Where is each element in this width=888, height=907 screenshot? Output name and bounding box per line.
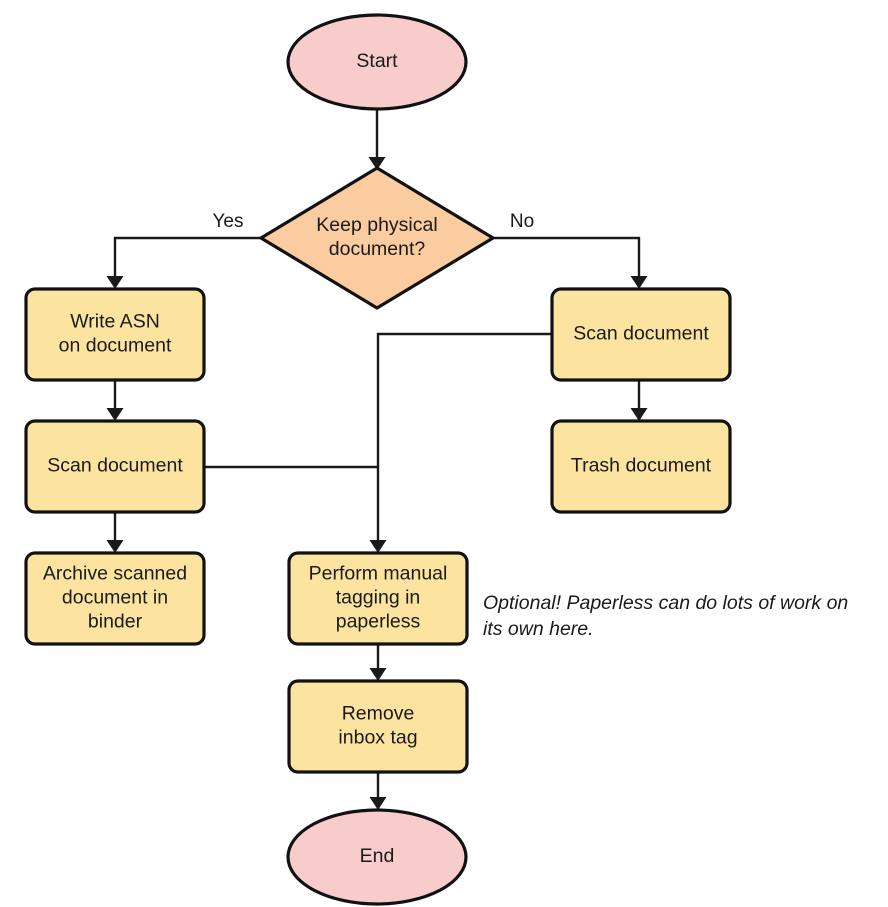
arrowhead-icon [106, 276, 124, 289]
arrowhead-icon [106, 408, 124, 421]
edge-label: No [510, 211, 534, 232]
edge-scan-left-to-archive [106, 512, 124, 553]
edge-decision-to-scan-right: No [493, 211, 648, 289]
edge-scan-right-to-manual-tagging [369, 332, 552, 553]
process-shape [550, 287, 732, 382]
process-shape [24, 419, 206, 514]
edge-path [113, 236, 261, 281]
node-label: Keep physical [316, 214, 437, 236]
node-label: Scan document [573, 323, 709, 345]
node-label: Write ASN [70, 311, 160, 333]
edge-manual-tagging-to-remove-tag [369, 644, 387, 681]
edge-path [376, 332, 552, 545]
process-shape [550, 419, 732, 514]
node-start[interactable]: Start [286, 13, 468, 111]
node-label: document? [329, 238, 426, 260]
node-end[interactable]: End [286, 808, 468, 906]
node-label: Trash document [571, 455, 712, 477]
node-scan-document-right[interactable]: Scan document [550, 287, 732, 382]
terminator-shape [286, 808, 468, 906]
node-label: Scan document [47, 455, 183, 477]
process-shape [24, 287, 206, 382]
arrowhead-icon [630, 276, 648, 289]
arrowhead-icon [369, 668, 387, 681]
node-label: inbox tag [338, 727, 417, 749]
node-label: on document [59, 335, 172, 357]
arrowhead-icon [630, 408, 648, 421]
edge-start-to-decision [368, 109, 386, 170]
node-label: Archive scanned [43, 563, 187, 585]
process-shape [24, 551, 206, 646]
edge-path [493, 236, 641, 281]
arrowhead-icon [368, 157, 386, 170]
edge-write-asn-to-scan-left [106, 380, 124, 421]
edge-decision-to-write-asn: Yes [106, 211, 261, 289]
edge-label: Yes [213, 211, 244, 232]
node-label: document in [62, 587, 168, 609]
process-shape [287, 679, 469, 774]
node-label: tagging in [336, 587, 421, 609]
decision-shape [259, 166, 495, 310]
node-label: Remove [342, 703, 415, 725]
annotation-optional-note: Optional! Paperless can do lots of work … [483, 592, 848, 640]
edge-layer: Yes No [106, 109, 648, 810]
node-label: End [360, 845, 395, 867]
node-label: Start [356, 50, 398, 72]
node-label: paperless [336, 611, 421, 633]
node-label: Perform manual [309, 563, 448, 585]
annotation-line: its own here. [483, 618, 594, 640]
edge-remove-tag-to-end [369, 772, 387, 810]
terminator-shape [286, 13, 468, 111]
arrowhead-icon [106, 540, 124, 553]
node-scan-document-left[interactable]: Scan document [24, 419, 206, 514]
arrowhead-icon [369, 797, 387, 810]
edge-scan-right-to-trash [630, 380, 648, 421]
annotation-line: Optional! Paperless can do lots of work … [483, 592, 848, 614]
process-shape [287, 551, 469, 646]
node-label: binder [88, 611, 143, 633]
annotation-layer: Optional! Paperless can do lots of work … [483, 592, 848, 640]
arrowhead-icon [369, 540, 387, 553]
node-trash-document[interactable]: Trash document [550, 419, 732, 514]
